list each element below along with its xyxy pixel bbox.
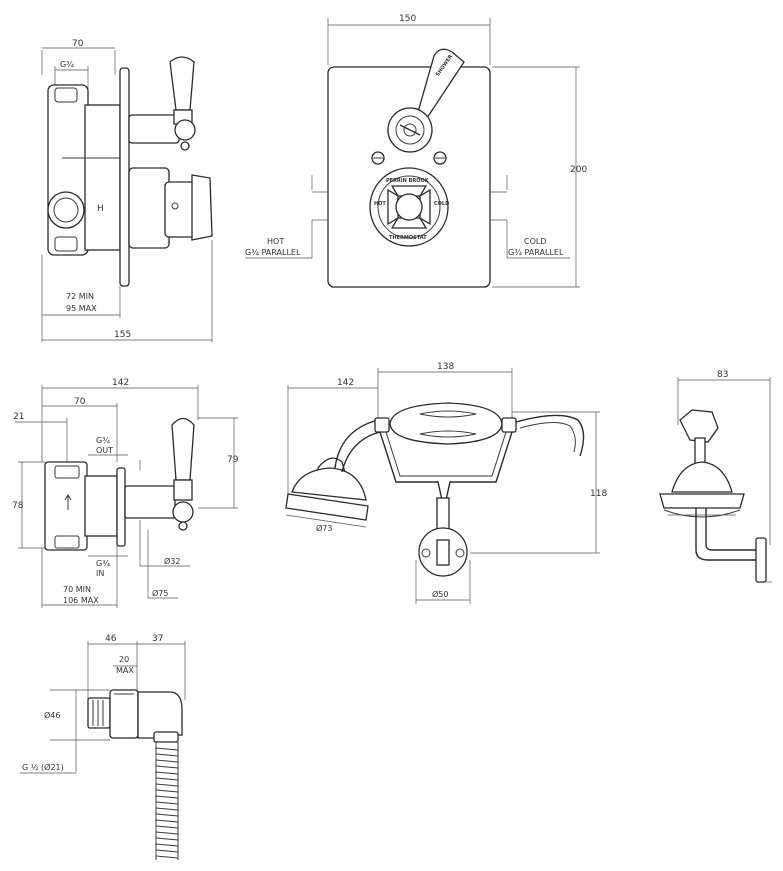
plate-front-view: 150 200 SHOWER PERRIN BROOK THERMOSTAT C… [245, 14, 587, 288]
cold-label: COLD [524, 237, 547, 246]
dim-37: 37 [152, 634, 163, 644]
dim-138: 138 [437, 362, 454, 372]
in-spec: G¾ [96, 559, 110, 568]
dim-79: 79 [227, 455, 239, 465]
dim-106-max: 106 MAX [63, 596, 99, 605]
dim-142-section: 142 [112, 378, 129, 388]
out-label: OUT [96, 446, 113, 455]
dim-75: Ø75 [152, 588, 168, 598]
handset-view: 142 138 118 Ø73 [285, 362, 607, 604]
dim-21: 21 [13, 412, 24, 422]
dim-32: Ø32 [164, 556, 180, 566]
cold-spec: G¾ PARALLEL [508, 248, 564, 257]
dim-50: Ø50 [432, 589, 448, 599]
dim-118: 118 [590, 489, 607, 499]
dim-73: Ø73 [316, 523, 332, 533]
dim-150: 150 [399, 14, 416, 24]
dial-left-text: HOT [374, 201, 386, 207]
dim-142-handset: 142 [337, 378, 354, 388]
dial-top-text: PERRIN BROOK [386, 178, 430, 184]
dim-20: 20 [119, 655, 129, 664]
dim-155: 155 [114, 330, 131, 340]
hot-label: HOT [267, 237, 284, 246]
dial-right-text: COLD [434, 201, 449, 207]
letter-h: H [97, 204, 104, 214]
wall-shower-head-view: 83 [659, 370, 772, 583]
dim-200: 200 [570, 165, 587, 175]
dim-70-section: 70 [74, 397, 86, 407]
hot-spec: G¾ PARALLEL [245, 248, 301, 257]
dim-thread: G ½ (Ø21) [22, 762, 64, 772]
hose-coils [155, 747, 179, 859]
dial-bottom-text: THERMOSTAT [389, 235, 427, 241]
dim-70: 70 [72, 39, 84, 49]
dim-g34: G¾ [60, 60, 74, 69]
out-spec: G¾ [96, 436, 110, 445]
dim-max-label: MAX [116, 666, 134, 675]
outlet-elbow-view: 46 37 20 MAX Ø46 G ½ (Ø21) [20, 634, 186, 860]
in-label: IN [96, 569, 104, 578]
valve-side-view: 70 G¾ H 72 MIN 95 MAX 155 [41, 39, 213, 342]
dim-70-min: 70 MIN [63, 585, 91, 594]
dim-46-top: 46 [105, 634, 117, 644]
dim-95-max: 95 MAX [66, 304, 97, 313]
valve-section-view: 142 70 21 78 79 G¾ OUT G¾ [12, 378, 239, 608]
dim-72-min: 72 MIN [66, 292, 94, 301]
dim-83: 83 [717, 370, 728, 380]
dim-78: 78 [12, 501, 24, 511]
dim-d46: Ø46 [44, 710, 60, 720]
